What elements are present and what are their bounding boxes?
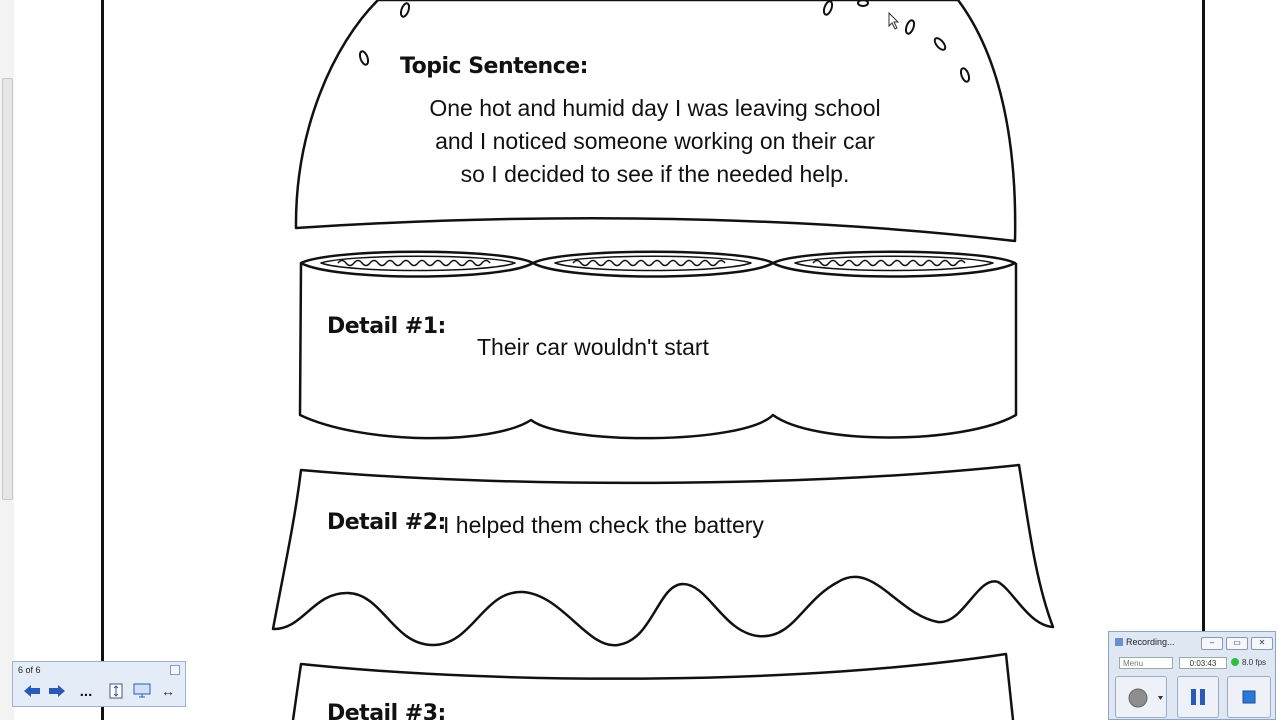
scrollbar-thumb[interactable] (2, 78, 13, 500)
tomato-slice (771, 250, 1017, 278)
restore-button[interactable]: ▭ (1226, 637, 1248, 650)
sesame-seed (904, 19, 916, 35)
detail-2-text[interactable]: I helped them check the battery (443, 512, 764, 538)
status-dot-icon (1231, 658, 1239, 666)
cheese-outline (271, 463, 1055, 647)
fit-width-icon[interactable]: ↔ (161, 683, 175, 699)
detail-1-text[interactable]: Their car wouldn't start (477, 334, 709, 360)
lettuce-outline (291, 652, 1015, 720)
sesame-seed (857, 0, 869, 7)
recorder-window: Recording... – ▭ ✕ Menu 0:03:43 8.0 fps (1108, 631, 1276, 720)
close-button[interactable]: ✕ (1251, 637, 1273, 650)
arrow-left-icon[interactable] (21, 680, 43, 702)
minimize-button[interactable]: – (1201, 637, 1223, 650)
topic-line: so I decided to see if the needed help. (460, 161, 850, 187)
topic-sentence-label: Topic Sentence: (400, 54, 588, 79)
slide-navigator: 6 of 6 ... ↔ (12, 661, 186, 707)
pause-icon (1191, 689, 1205, 705)
monitor-icon[interactable] (131, 680, 153, 702)
topic-sentence-text[interactable]: One hot and humid day I was leaving scho… (360, 92, 950, 191)
detail-1-label: Detail #1: (327, 314, 446, 339)
record-icon (1128, 688, 1163, 708)
pin-icon[interactable] (170, 665, 180, 675)
arrow-right-icon[interactable] (46, 680, 68, 702)
topic-line: One hot and humid day I was leaving scho… (429, 95, 881, 121)
slide-counter: 6 of 6 (18, 665, 41, 675)
fit-page-icon[interactable] (105, 680, 127, 702)
document-page: Topic Sentence: Detail #1: Detail #2: De… (101, 0, 1205, 720)
more-icon[interactable]: ... (79, 682, 93, 700)
record-button[interactable] (1115, 676, 1167, 718)
sesame-seed (822, 0, 834, 16)
pause-button[interactable] (1177, 676, 1219, 718)
elapsed-time: 0:03:43 (1179, 657, 1227, 669)
stop-button[interactable] (1227, 676, 1271, 718)
stop-icon (1242, 690, 1256, 704)
sesame-seed (933, 37, 947, 51)
detail-2-label: Detail #2: (327, 510, 446, 535)
topic-line: and I noticed someone working on their c… (435, 128, 875, 154)
patty-outline (298, 262, 1018, 440)
sesame-seed (959, 67, 971, 83)
sesame-seed (399, 2, 411, 18)
recorder-title: Recording... (1115, 637, 1175, 647)
top-bun-outline (294, 0, 1017, 243)
recorder-menu[interactable]: Menu (1119, 657, 1173, 669)
fps-indicator: 8.0 fps (1231, 657, 1271, 669)
detail-3-label: Detail #3: (327, 701, 446, 720)
hamburger-organizer: Topic Sentence: Detail #1: Detail #2: De… (271, 0, 1055, 720)
recording-app-icon (1115, 638, 1123, 646)
vertical-scrollbar[interactable] (0, 0, 14, 720)
sesame-seed (358, 50, 370, 66)
mouse-cursor-icon (888, 12, 900, 30)
